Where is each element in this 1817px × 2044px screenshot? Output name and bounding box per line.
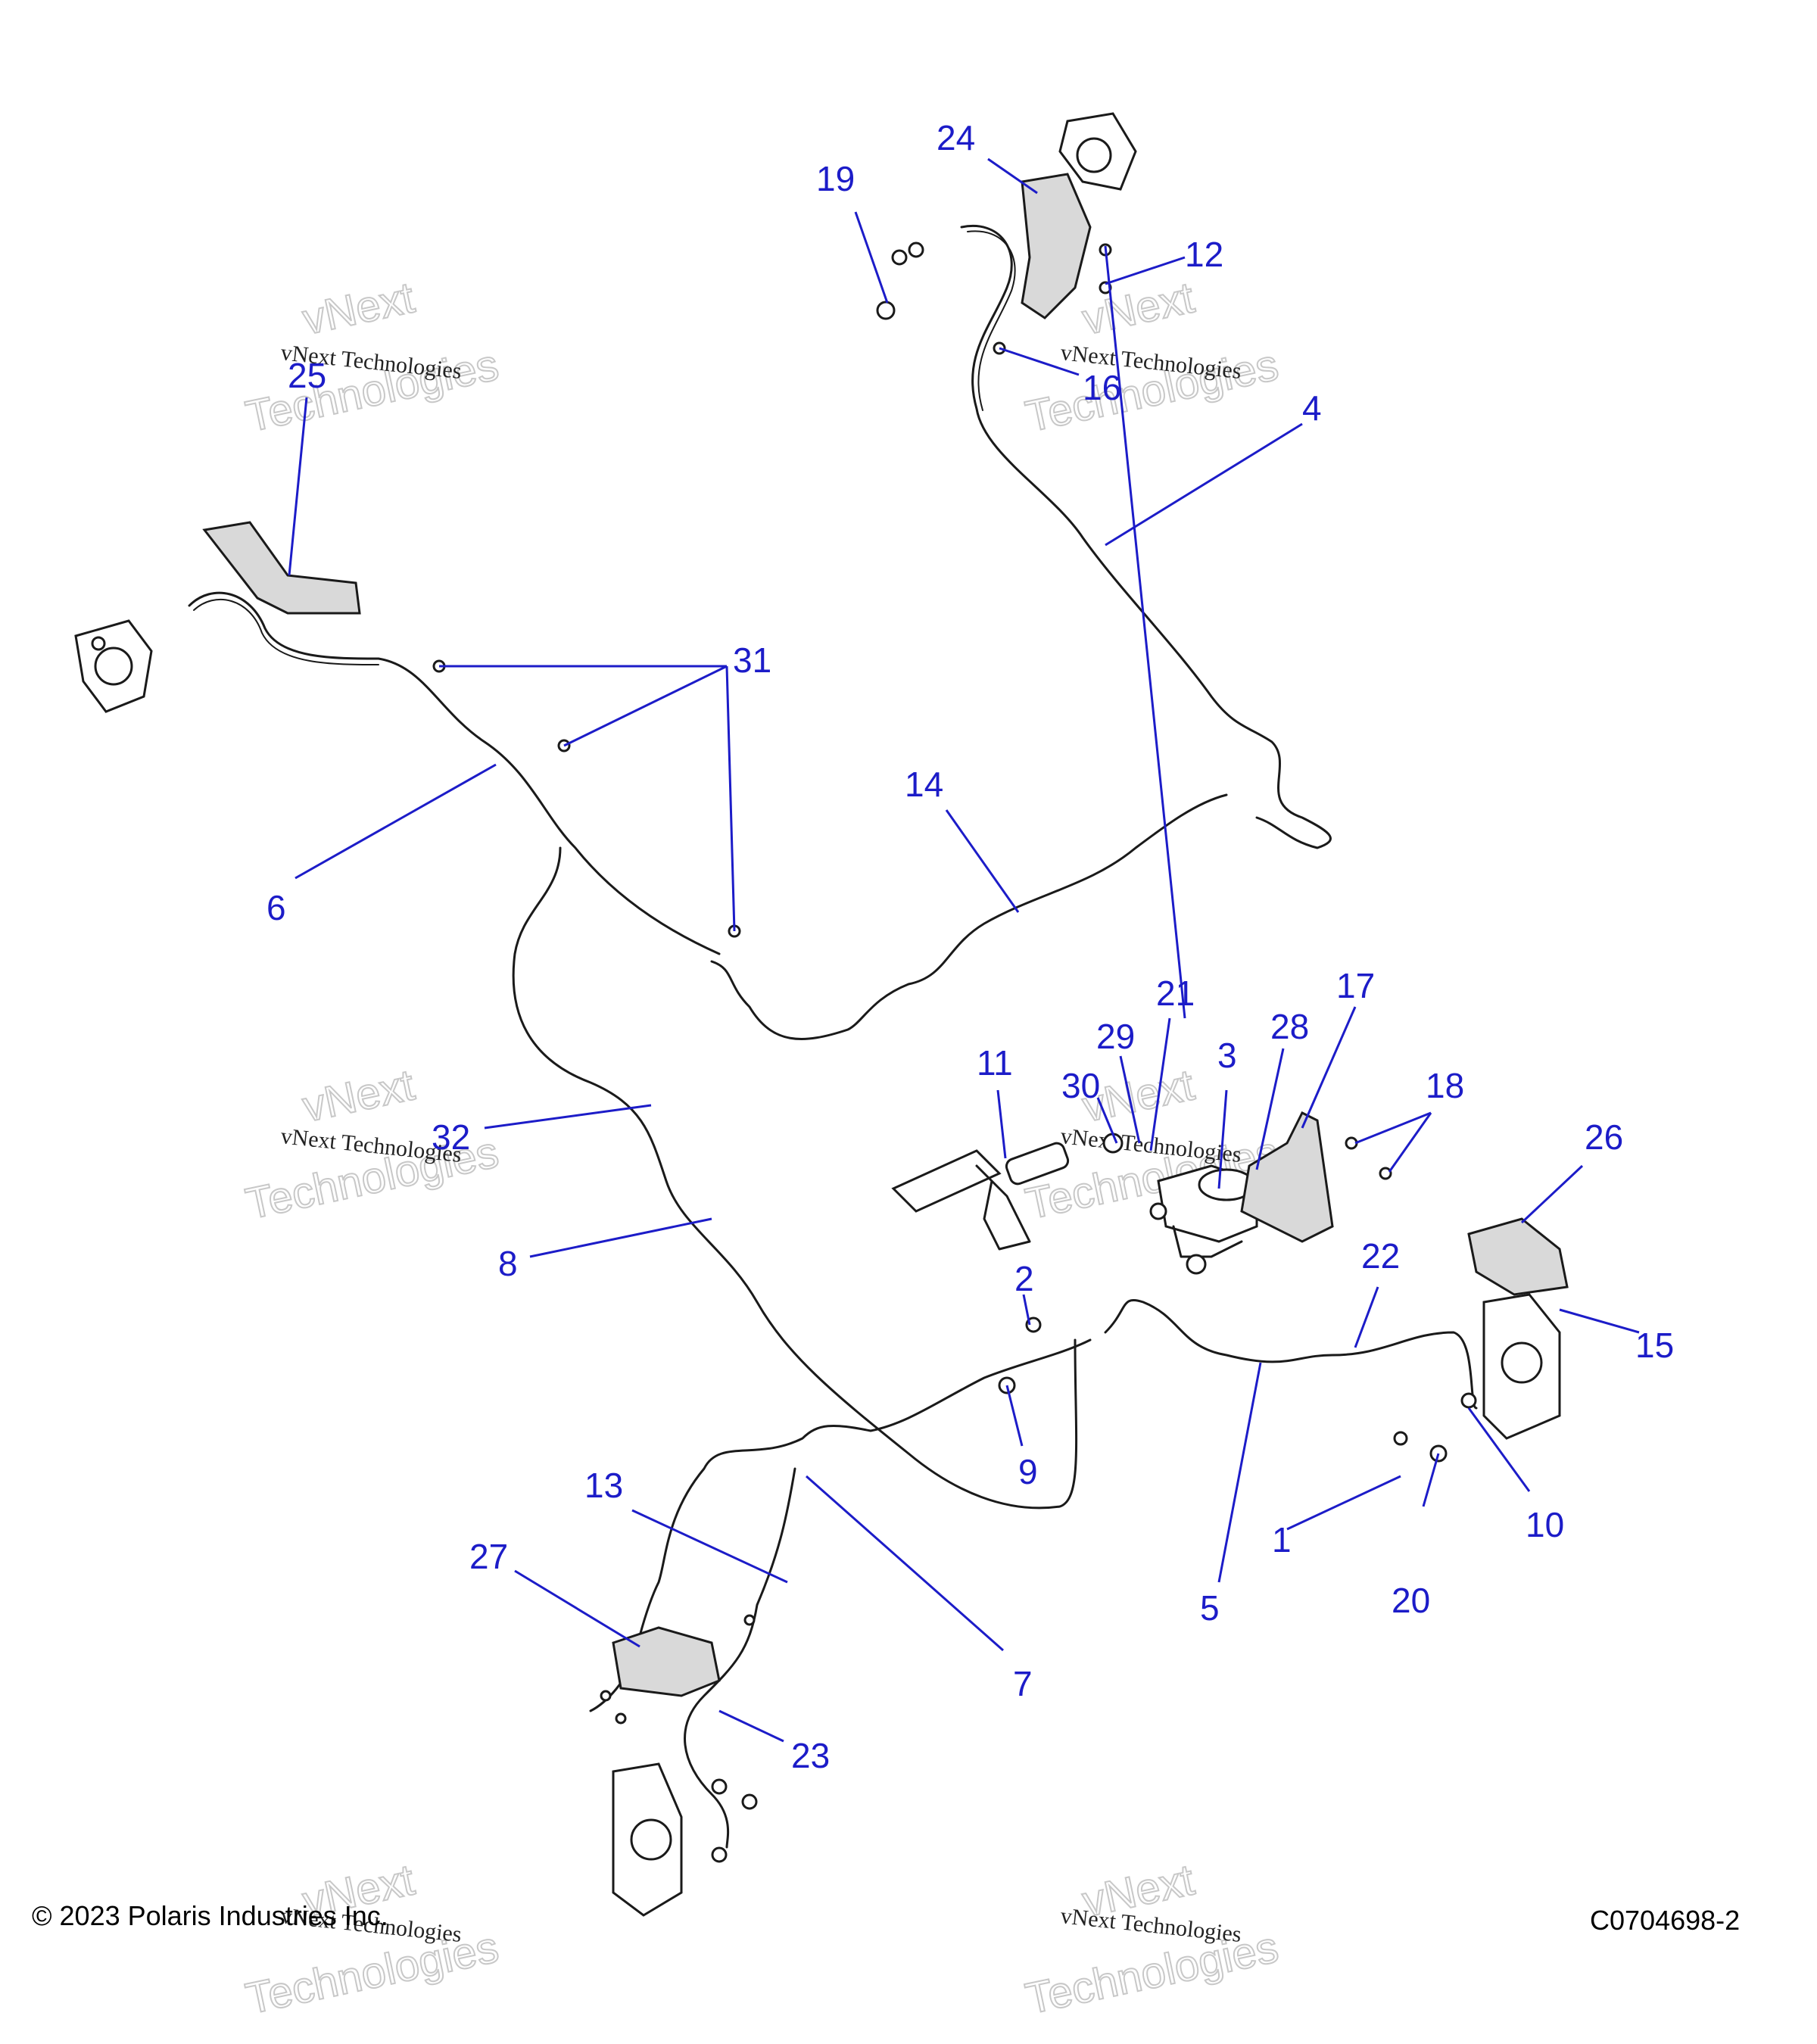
brake-line-7 xyxy=(589,1338,1092,1712)
callout-14: 14 xyxy=(905,765,943,804)
callout-25: 25 xyxy=(288,356,326,395)
callout-3: 3 xyxy=(1217,1036,1237,1075)
callout-27: 27 xyxy=(469,1537,508,1576)
bracket-25 xyxy=(202,521,361,615)
callout-19: 19 xyxy=(816,159,855,198)
brake-line-6 xyxy=(188,591,721,955)
caliper-rear-right xyxy=(1482,1293,1561,1440)
callout-17: 17 xyxy=(1336,966,1375,1005)
caliper-front-right xyxy=(1058,112,1137,191)
watermark-text: vNext xyxy=(298,273,419,344)
leader-23 xyxy=(718,1709,784,1743)
callout-29: 29 xyxy=(1096,1017,1135,1056)
brake-line-14 xyxy=(710,793,1228,1040)
brake-pedal-11 xyxy=(891,1142,1070,1251)
leader-31c xyxy=(725,665,736,932)
leader-27 xyxy=(514,1569,640,1648)
watermark-group: vNext Technologies vNext Technologies vN… xyxy=(241,272,1283,2024)
leader-21 xyxy=(1149,1017,1171,1151)
leader-20 xyxy=(1422,1453,1440,1507)
leader-5 xyxy=(1217,1362,1262,1583)
leader-14 xyxy=(945,809,1020,913)
fasteners xyxy=(432,241,1477,1863)
caliper-front-left xyxy=(74,619,153,713)
callout-2: 2 xyxy=(1014,1259,1034,1298)
callout-30: 30 xyxy=(1061,1066,1100,1105)
leader-19 xyxy=(854,211,889,304)
leader-25 xyxy=(288,397,308,576)
master-cylinder-3 xyxy=(1102,1133,1258,1275)
callout-20: 20 xyxy=(1392,1581,1430,1620)
callout-21: 21 xyxy=(1156,974,1195,1013)
leader-29 xyxy=(1119,1055,1141,1144)
leader-28 xyxy=(1255,1048,1285,1170)
bracket-24 xyxy=(1021,173,1092,319)
callout-32: 32 xyxy=(432,1117,470,1157)
callout-18: 18 xyxy=(1426,1066,1464,1105)
brake-line-5 xyxy=(1104,1298,1478,1410)
callout-9: 9 xyxy=(1018,1452,1038,1491)
callout-labels: 1 2 3 4 5 6 7 8 9 10 11 12 13 14 15 16 1… xyxy=(266,118,1674,1775)
callout-5: 5 xyxy=(1200,1588,1220,1628)
callout-11: 11 xyxy=(977,1043,1013,1083)
leader-18a xyxy=(1354,1111,1432,1145)
leader-24 xyxy=(987,157,1038,195)
leader-lines xyxy=(288,157,1640,1743)
leader-22 xyxy=(1354,1286,1379,1348)
leader-17 xyxy=(1301,1006,1357,1129)
leader-1 xyxy=(1286,1475,1401,1531)
bracket-27 xyxy=(612,1626,721,1697)
callout-4: 4 xyxy=(1302,388,1322,428)
callout-16: 16 xyxy=(1083,368,1121,407)
leader-15 xyxy=(1559,1308,1640,1334)
callout-6: 6 xyxy=(266,888,286,927)
watermark-text: vNext xyxy=(1078,273,1198,344)
callout-24: 24 xyxy=(937,118,975,157)
callout-12: 12 xyxy=(1185,235,1223,274)
watermark-text: vNext xyxy=(298,1060,419,1131)
leader-13 xyxy=(631,1509,788,1584)
callout-28: 28 xyxy=(1270,1007,1309,1046)
callout-10: 10 xyxy=(1526,1505,1564,1544)
brake-line-4-inner xyxy=(967,230,1016,411)
callout-26: 26 xyxy=(1585,1117,1623,1157)
brake-line-8 xyxy=(512,846,1078,1510)
copyright-text: © 2023 Polaris Industries Inc. xyxy=(32,1900,388,1931)
brake-line-6-inner xyxy=(193,599,379,665)
leader-12a xyxy=(1104,245,1186,1019)
leader-7 xyxy=(806,1475,1004,1652)
callout-15: 15 xyxy=(1635,1326,1674,1365)
leader-31b xyxy=(563,665,728,747)
leader-18b xyxy=(1388,1112,1432,1173)
brake-line-4 xyxy=(960,225,1332,849)
callout-22: 22 xyxy=(1361,1236,1400,1276)
callout-13: 13 xyxy=(584,1466,623,1505)
leader-12b xyxy=(1105,256,1186,285)
brake-line-23 xyxy=(684,1467,796,1849)
caliper-rear-left xyxy=(612,1762,683,1917)
leader-4 xyxy=(1105,422,1303,547)
callout-1: 1 xyxy=(1272,1520,1292,1559)
heat-shield-17 xyxy=(1240,1111,1334,1243)
callout-31: 31 xyxy=(733,640,771,680)
leader-11 xyxy=(996,1089,1007,1159)
leader-30 xyxy=(1096,1097,1118,1144)
figure-code: C0704698-2 xyxy=(1590,1905,1741,1936)
callout-7: 7 xyxy=(1013,1664,1033,1703)
leader-9 xyxy=(1005,1385,1024,1447)
leader-8 xyxy=(529,1217,712,1258)
leader-10 xyxy=(1467,1407,1531,1492)
callout-23: 23 xyxy=(791,1736,830,1775)
leader-16 xyxy=(999,347,1080,376)
leader-32 xyxy=(484,1104,652,1129)
leader-6 xyxy=(295,763,497,880)
leader-26 xyxy=(1520,1164,1584,1224)
callout-8: 8 xyxy=(498,1244,518,1283)
leader-3 xyxy=(1217,1089,1228,1189)
bracket-26 xyxy=(1467,1217,1569,1296)
leader-2 xyxy=(1022,1294,1031,1326)
